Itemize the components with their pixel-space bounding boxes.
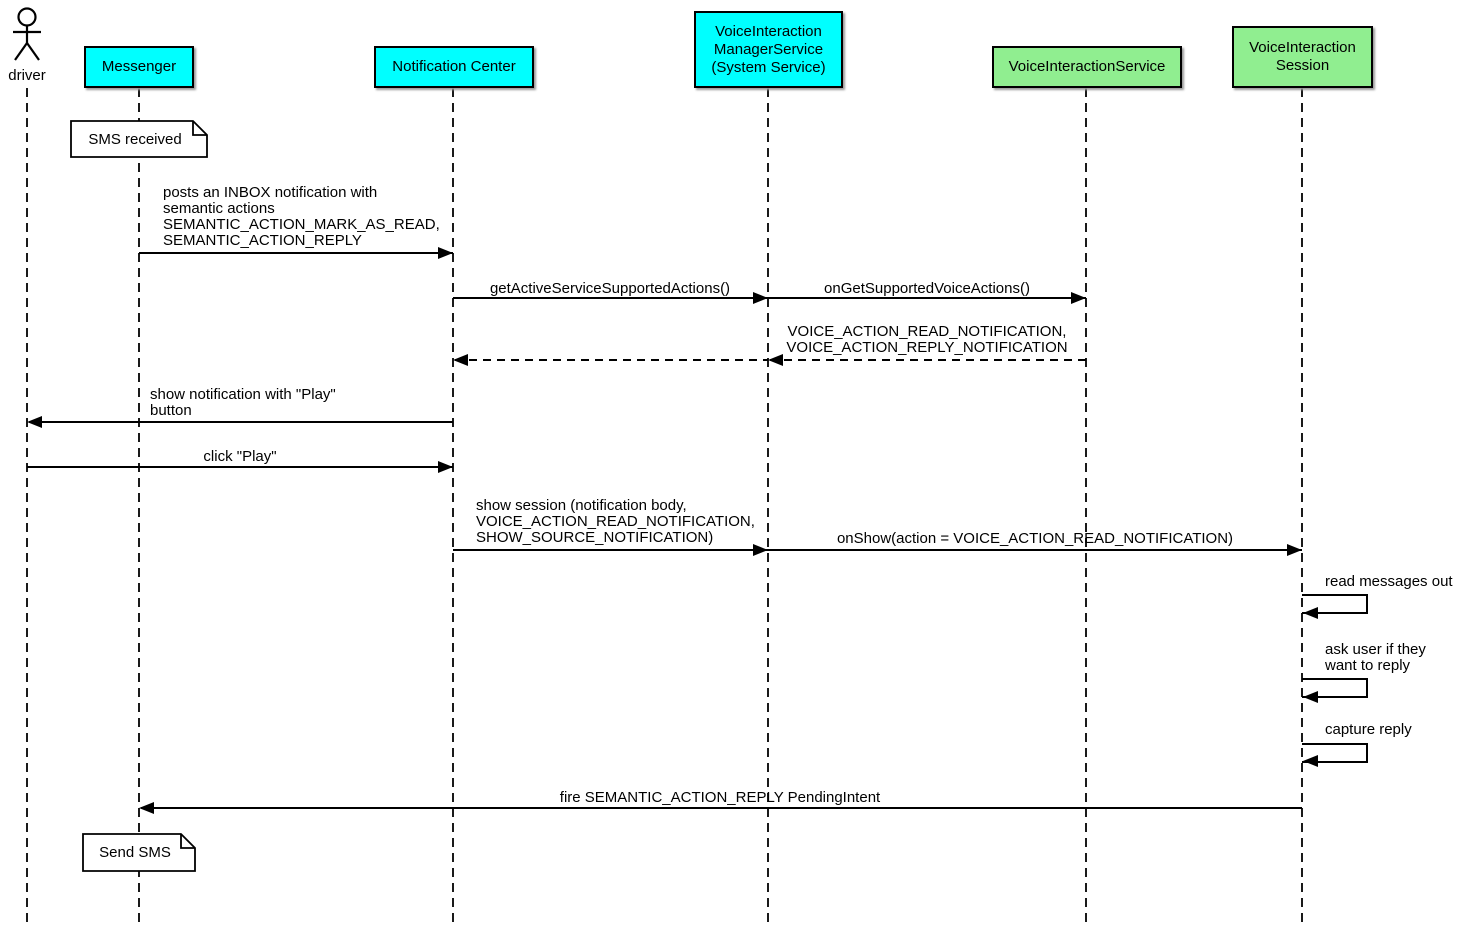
participant-messenger: Messenger [84, 46, 194, 88]
message-label-show-notification-play-button: show notification with "Play" button [150, 386, 336, 419]
message-line-show-session [453, 549, 768, 551]
message-line-posts-inbox-notification [139, 252, 453, 254]
message-label-capture-reply: capture reply [1325, 721, 1412, 738]
arrowhead-icon [139, 802, 154, 814]
participant-voice-interaction-session: VoiceInteraction Session [1232, 26, 1373, 88]
participant-voice-interaction-service: VoiceInteractionService [992, 46, 1182, 88]
arrowhead-icon [753, 292, 768, 304]
message-line-on-show [768, 549, 1302, 551]
message-line-fire-semantic-action-reply [141, 807, 1302, 809]
participant-notification-center: Notification Center [374, 46, 534, 88]
lifeline-voice-interaction-manager-service [767, 88, 769, 925]
message-line-voice-action-return [770, 359, 1086, 361]
arrowhead-icon [453, 354, 468, 366]
arrowhead-icon [1303, 691, 1318, 703]
arrowhead-icon [768, 354, 783, 366]
lifeline-messenger [138, 88, 140, 925]
message-line-show-notification-play-button [29, 421, 453, 423]
arrowhead-icon [1287, 544, 1302, 556]
arrowhead-icon [753, 544, 768, 556]
note-sms-received: SMS received [70, 120, 208, 158]
lifeline-voice-interaction-service [1085, 88, 1087, 925]
message-label-fire-semantic-action-reply: fire SEMANTIC_ACTION_REPLY PendingIntent [559, 789, 881, 806]
note-shape-icon [70, 120, 208, 158]
note-shape-icon [82, 833, 196, 872]
self-call-loop [1302, 678, 1368, 698]
message-label-posts-inbox-notification: posts an INBOX notification with semanti… [163, 184, 440, 249]
actor-label: driver [8, 67, 46, 84]
participant-voice-interaction-manager-service: VoiceInteraction ManagerService (System … [694, 11, 843, 88]
arrowhead-icon [438, 247, 453, 259]
lifeline-voice-interaction-session [1301, 88, 1303, 925]
message-line-return-to-notification-center [455, 359, 768, 361]
message-line-on-get-supported-voice-actions [768, 297, 1086, 299]
arrowhead-icon [27, 416, 42, 428]
message-label-on-get-supported-voice-actions: onGetSupportedVoiceActions() [824, 280, 1030, 297]
message-label-voice-action-return: VOICE_ACTION_READ_NOTIFICATION, VOICE_AC… [786, 323, 1068, 356]
message-label-get-active-service-supported-actions: getActiveServiceSupportedActions() [489, 280, 731, 297]
lifeline-driver [26, 88, 28, 925]
self-call-loop [1302, 594, 1368, 614]
message-line-get-active-service-supported-actions [453, 297, 768, 299]
note-text: SMS received [88, 130, 182, 148]
message-label-click-play: click "Play" [203, 448, 277, 465]
message-label-show-session: show session (notification body, VOICE_A… [476, 497, 755, 546]
message-label-ask-user-reply: ask user if they want to reply [1325, 641, 1426, 674]
note-text: Send SMS [99, 844, 171, 861]
arrowhead-icon [1303, 755, 1318, 767]
actor-icon [13, 7, 41, 61]
message-label-read-messages-out: read messages out [1325, 573, 1453, 590]
message-line-click-play [27, 466, 453, 468]
message-label-on-show: onShow(action = VOICE_ACTION_READ_NOTIFI… [836, 530, 1234, 547]
note-send-sms: Send SMS [82, 833, 196, 872]
arrowhead-icon [1071, 292, 1086, 304]
self-call-loop [1302, 743, 1368, 763]
arrowhead-icon [438, 461, 453, 473]
lifeline-notification-center [452, 88, 454, 925]
arrowhead-icon [1303, 607, 1318, 619]
